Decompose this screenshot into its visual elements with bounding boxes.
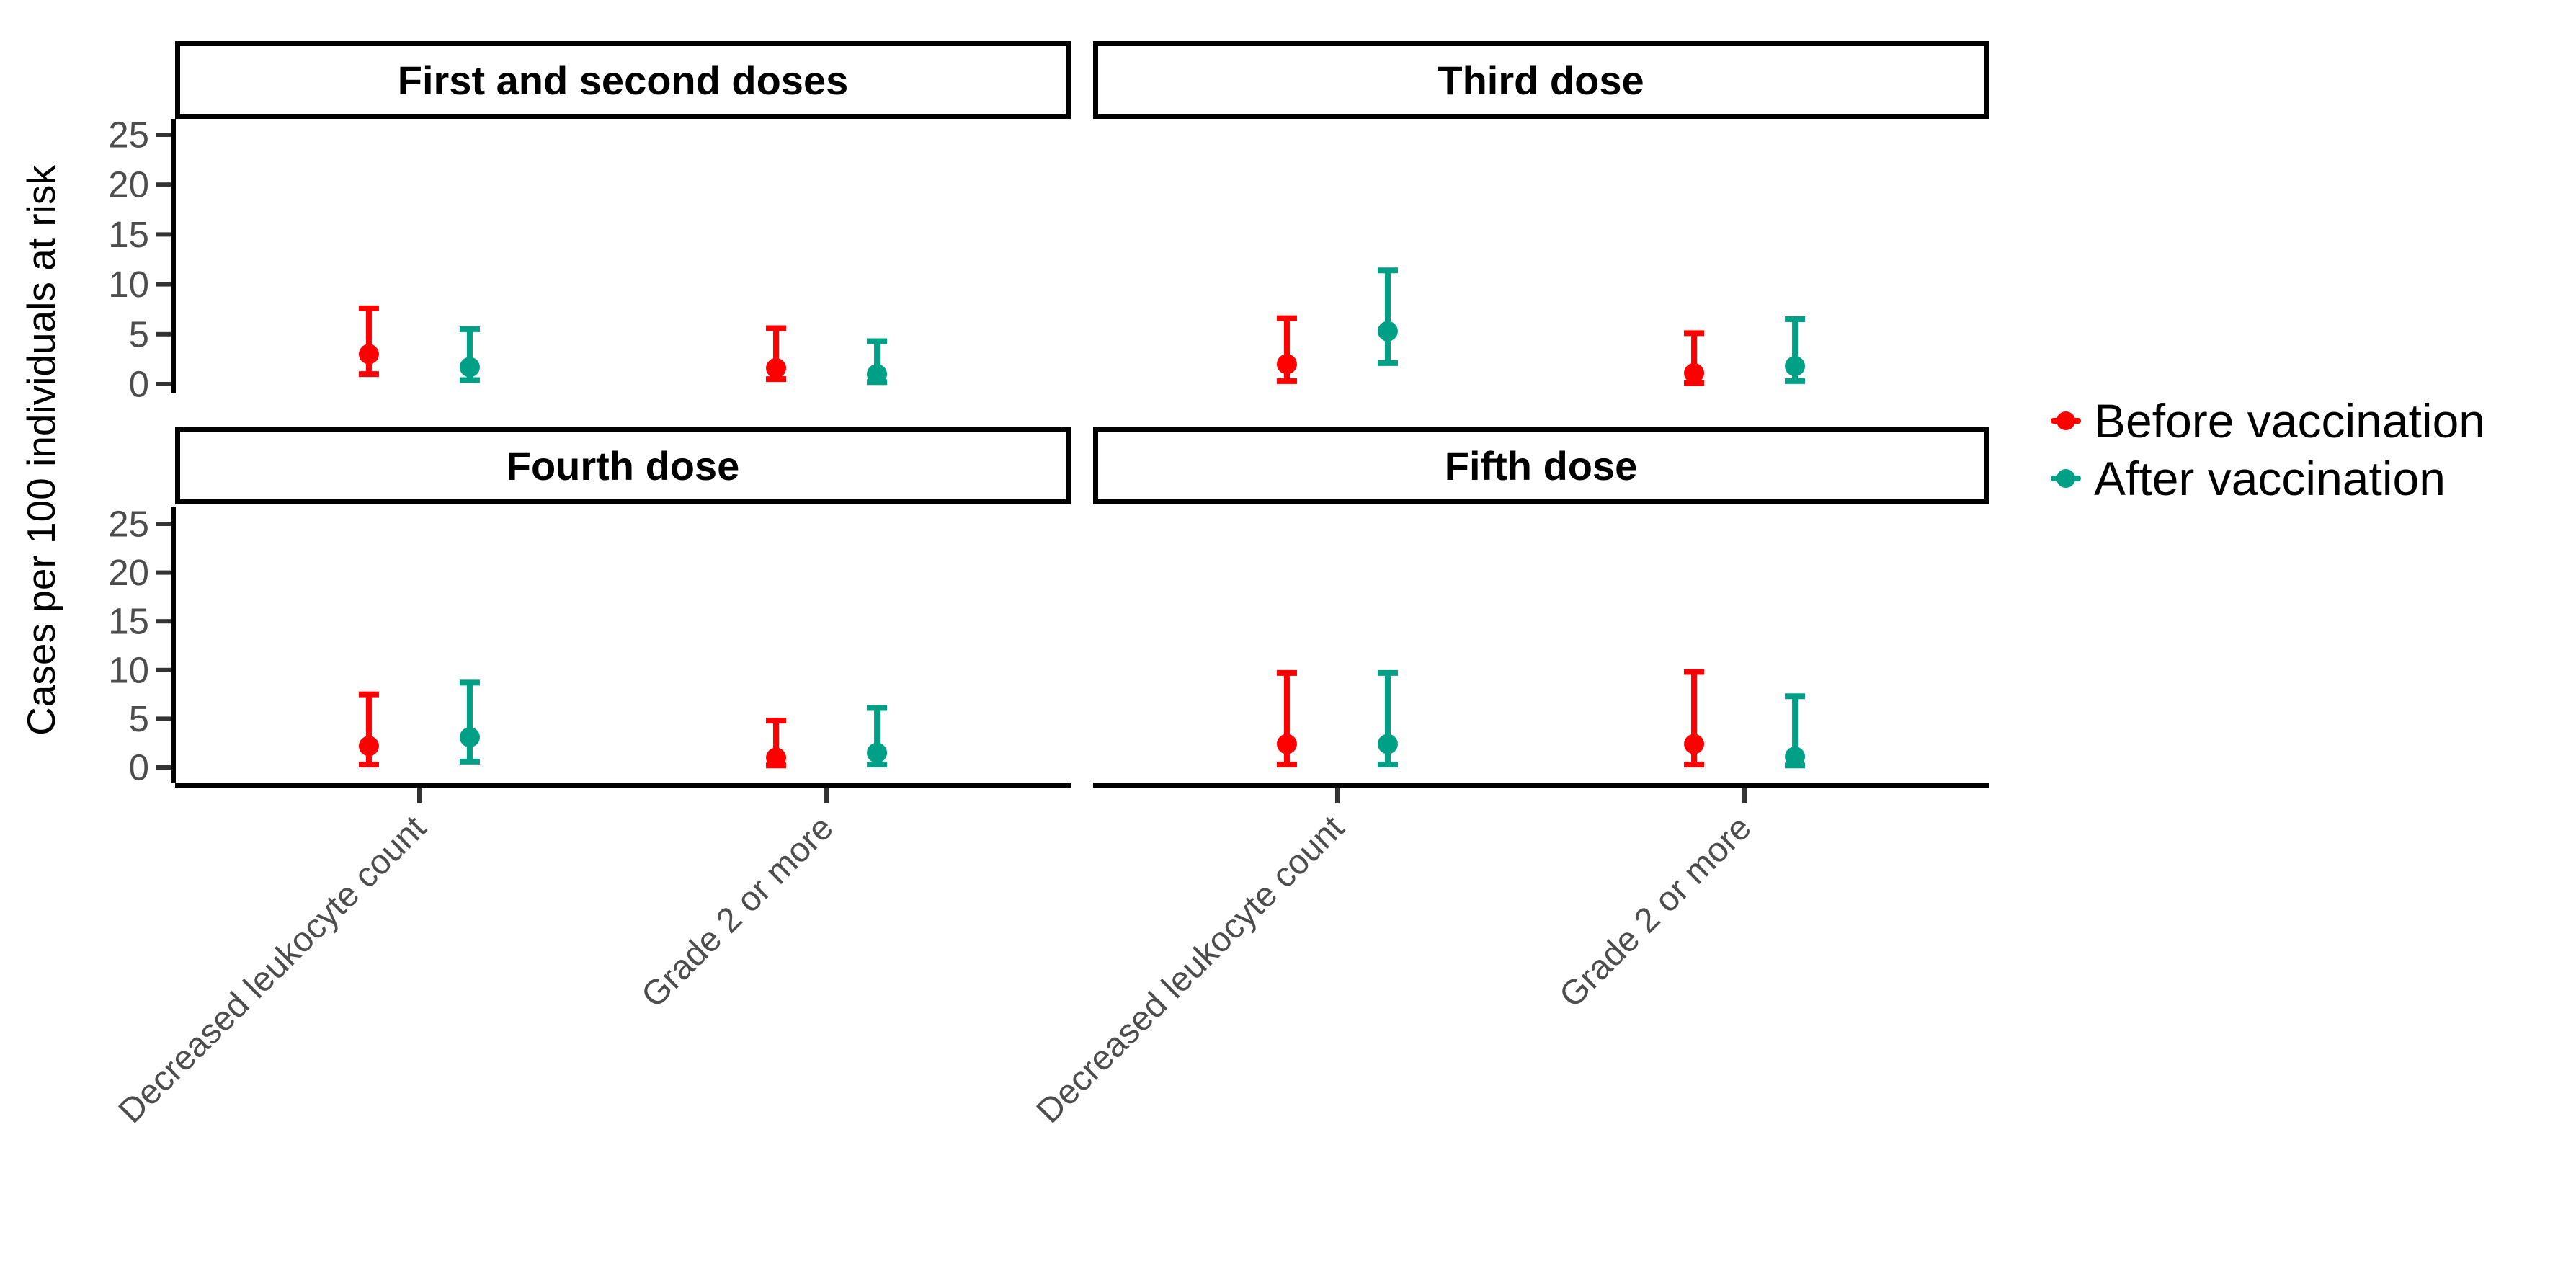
y-tick	[156, 282, 171, 287]
y-tick	[156, 667, 171, 672]
y-tick-label: 5	[129, 313, 149, 355]
x-category-label: Decreased leukocyte count	[112, 808, 434, 1131]
facet-strip-fifth-dose: Fifth dose	[1093, 427, 1989, 504]
y-tick-label: 0	[129, 747, 149, 788]
x-category-label: Grade 2 or more	[1552, 808, 1758, 1015]
point-estimate-before-vaccination	[1276, 734, 1297, 754]
facet-strip-third-dose: Third dose	[1093, 41, 1989, 119]
point-estimate-after-vaccination	[1785, 747, 1806, 767]
y-tick-label: 25	[108, 115, 149, 156]
point-estimate-before-vaccination	[1684, 362, 1705, 383]
facet-strip-first-and-second-doses: First and second doses	[175, 41, 1071, 119]
point-estimate-after-vaccination	[1785, 356, 1806, 377]
y-tick-label: 5	[129, 698, 149, 739]
y-tick	[156, 619, 171, 624]
y-tick	[156, 232, 171, 237]
y-tick	[156, 331, 171, 337]
y-tick-label: 20	[108, 552, 149, 593]
x-category-label: Decreased leukocyte count	[1030, 808, 1352, 1131]
y-tick-label: 0	[129, 364, 149, 405]
y-tick-label: 15	[108, 601, 149, 642]
point-estimate-after-vaccination	[867, 742, 888, 763]
x-axis-line	[1093, 783, 1989, 788]
point-estimate-after-vaccination	[867, 364, 888, 385]
y-tick	[156, 382, 171, 386]
before-vaccination-pointrange-key-icon	[2051, 411, 2081, 430]
y-tick-label: 25	[108, 504, 149, 545]
legend-item-label: After vaccination	[2094, 452, 2446, 505]
y-tick	[156, 765, 171, 770]
y-tick	[156, 182, 171, 187]
x-category-label: Grade 2 or more	[634, 808, 840, 1015]
point-estimate-before-vaccination	[358, 344, 379, 365]
y-tick	[156, 133, 171, 137]
point-estimate-after-vaccination	[1377, 734, 1398, 754]
facet-strip-fourth-dose: Fourth dose	[175, 427, 1071, 504]
y-tick-label: 10	[108, 264, 149, 305]
before-vaccination-dot-icon	[2056, 411, 2075, 430]
x-tick	[1334, 788, 1340, 803]
y-tick-label: 20	[108, 164, 149, 205]
y-tick	[156, 522, 171, 526]
point-estimate-before-vaccination	[766, 747, 787, 768]
point-estimate-after-vaccination	[1377, 321, 1398, 342]
y-tick-label: 15	[108, 214, 149, 255]
y-axis-title: Cases per 100 individuals at risk	[19, 165, 63, 736]
point-estimate-before-vaccination	[1684, 734, 1705, 754]
x-axis-line	[175, 783, 1071, 788]
after-vaccination-dot-icon	[2056, 469, 2075, 488]
after-vaccination-pointrange-key-icon	[2051, 469, 2081, 488]
x-tick	[1742, 788, 1747, 803]
point-estimate-after-vaccination	[459, 357, 480, 378]
point-estimate-before-vaccination	[358, 736, 379, 757]
y-tick	[156, 570, 171, 575]
y-axis-line	[171, 507, 176, 783]
y-tick-label: 10	[108, 649, 149, 690]
legend-item-before-vaccination: Before vaccination	[2051, 393, 2485, 448]
y-tick	[156, 716, 171, 721]
legend: Before vaccination After vaccination	[2051, 393, 2485, 506]
x-tick	[416, 788, 422, 803]
legend-item-after-vaccination: After vaccination	[2051, 451, 2485, 506]
x-tick	[824, 788, 829, 803]
legend-item-label: Before vaccination	[2094, 394, 2485, 447]
y-axis-line	[171, 119, 176, 393]
point-estimate-before-vaccination	[766, 357, 787, 378]
point-estimate-after-vaccination	[459, 727, 480, 748]
point-estimate-before-vaccination	[1276, 354, 1297, 375]
